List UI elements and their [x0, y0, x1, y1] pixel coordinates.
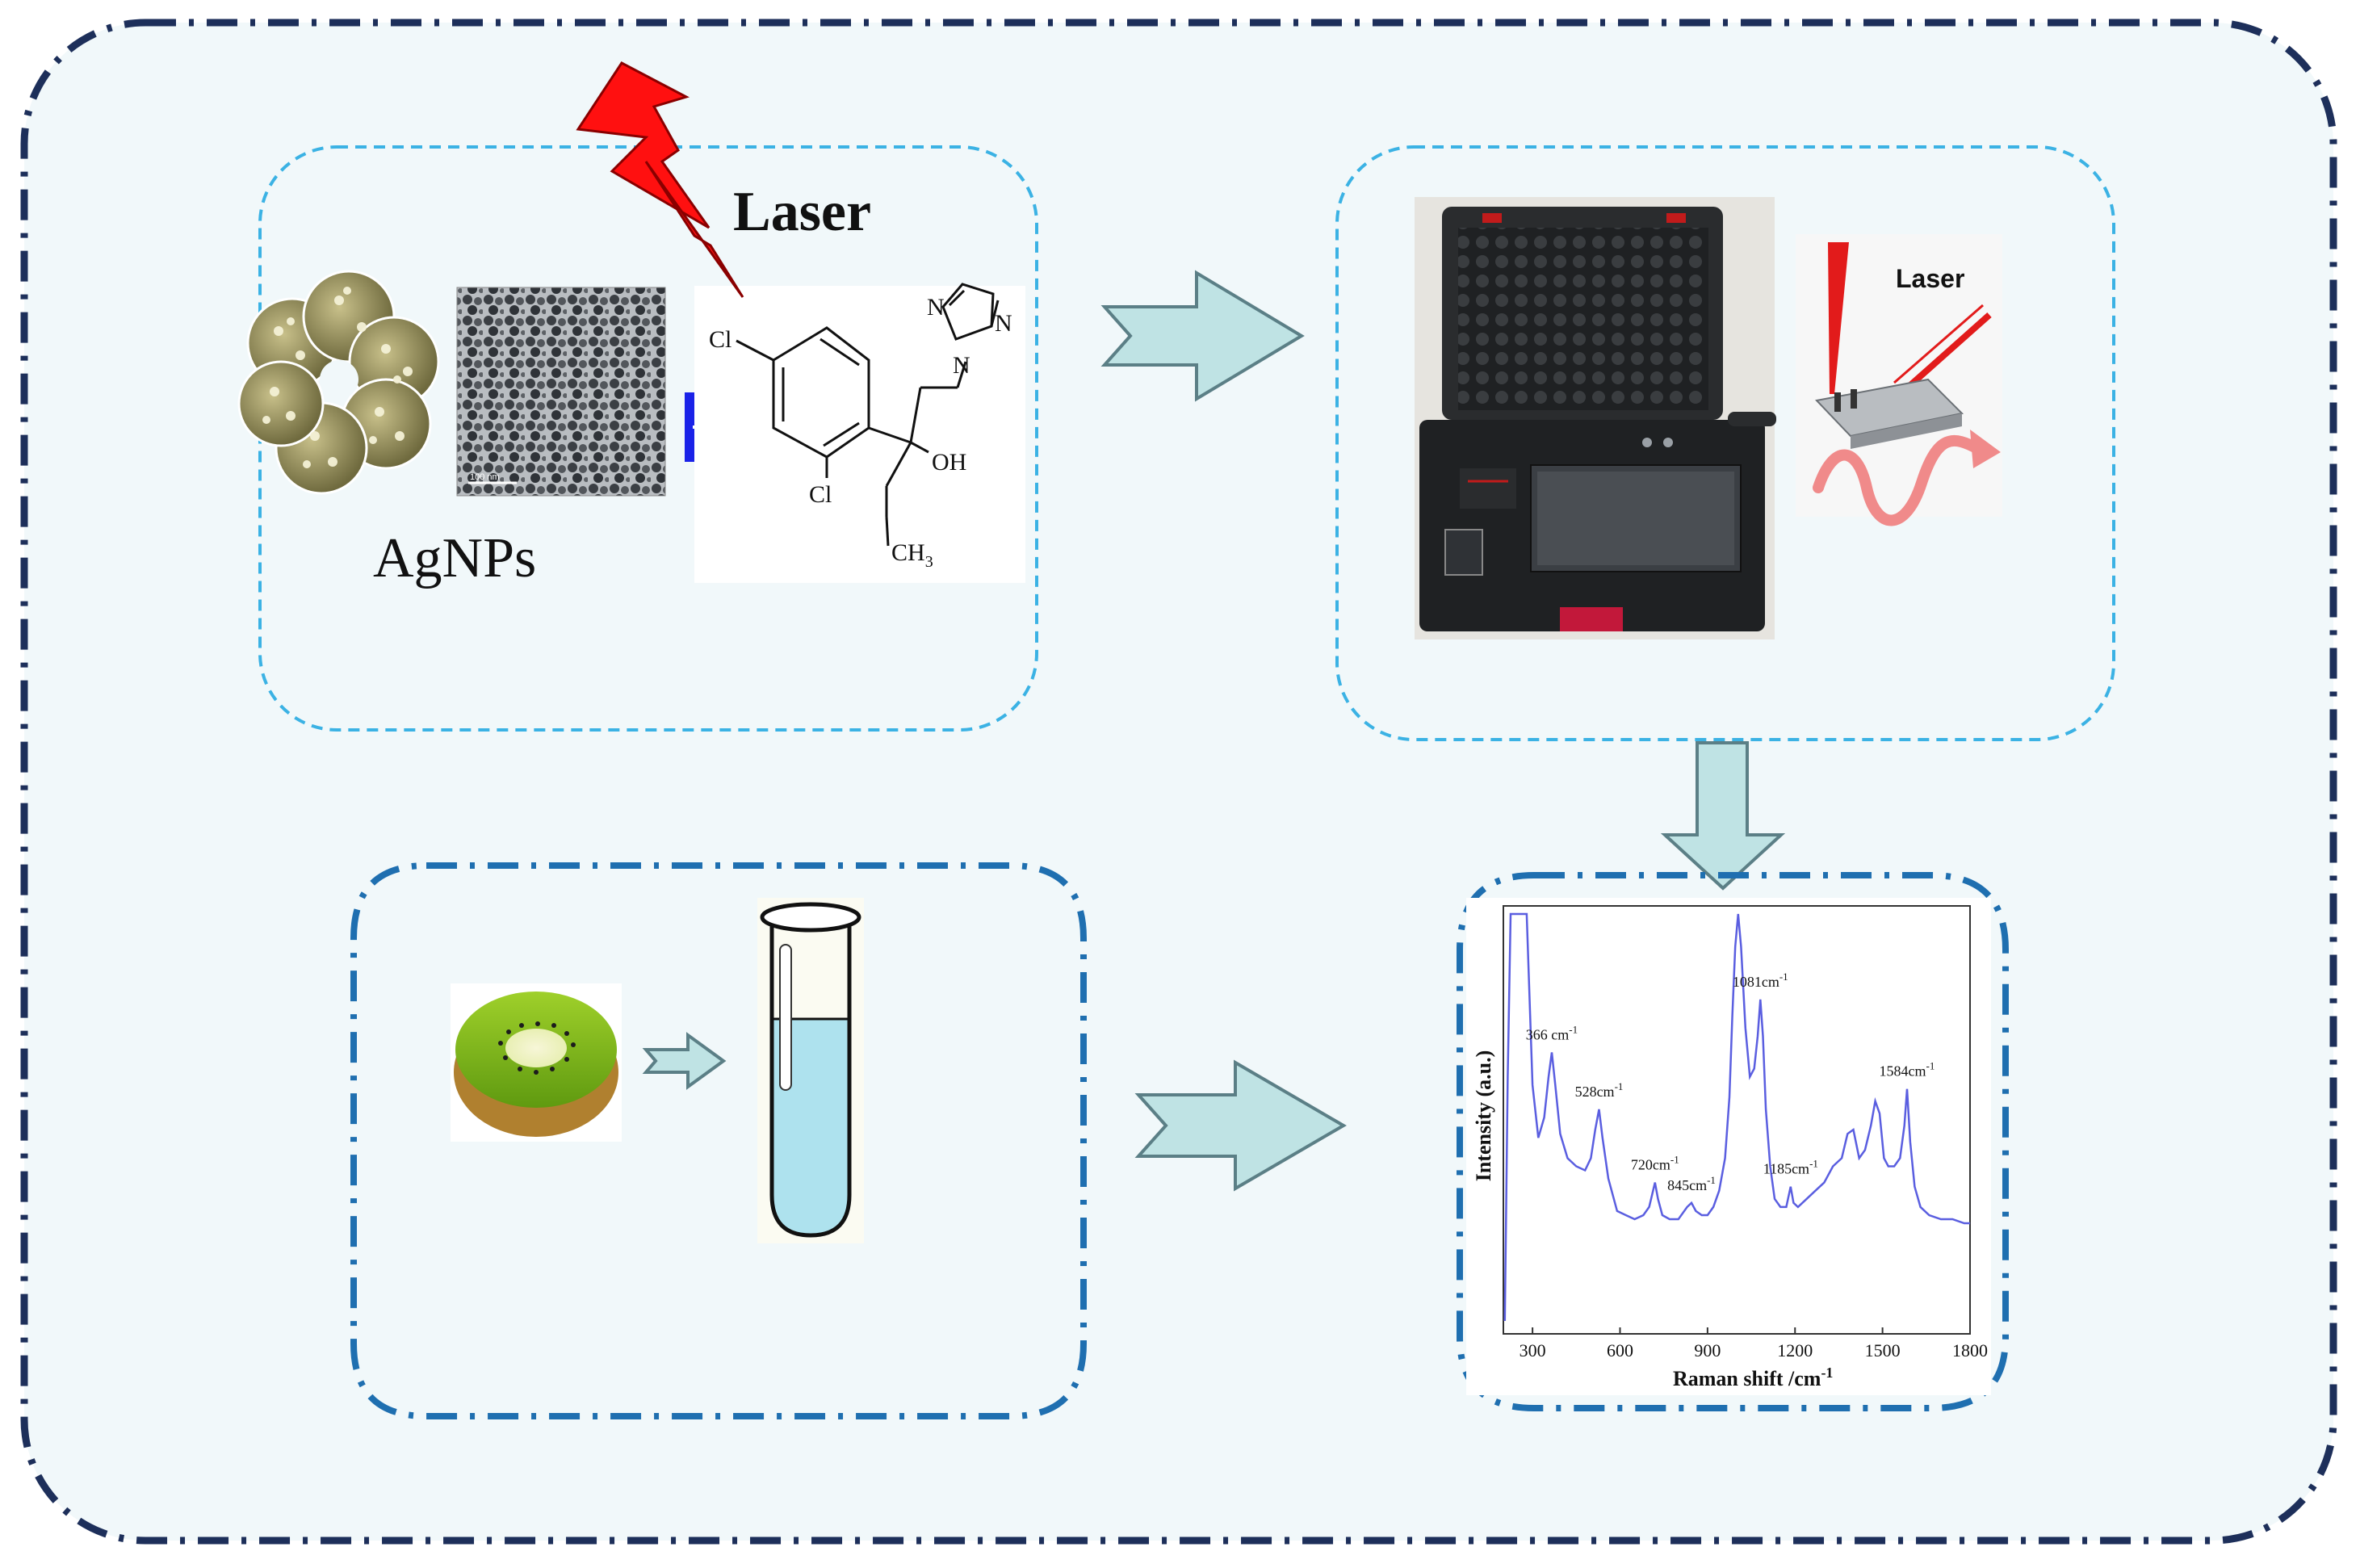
x-tick-label: 1200	[1777, 1340, 1813, 1360]
step3-box	[350, 862, 1087, 1419]
mol-cl-bottom: Cl	[809, 481, 832, 508]
peak-label: 1584cm-1	[1880, 1060, 1935, 1080]
raman-spectrometer-icon	[1415, 197, 1776, 639]
mol-ch3: CH3	[891, 539, 933, 571]
peak-label: 1185cm-1	[1763, 1158, 1818, 1177]
mol-n-b: N	[995, 310, 1012, 337]
agnps-label: AgNPs	[373, 527, 536, 589]
mol-n-c: N	[953, 352, 970, 379]
peak-label: 366 cm-1	[1526, 1023, 1578, 1042]
x-tick-label: 600	[1607, 1340, 1633, 1360]
y-axis-label: Intensity (a.u.)	[1472, 1050, 1495, 1182]
peak-label: 528cm-1	[1575, 1080, 1624, 1100]
arrow-right-2	[1134, 1059, 1347, 1192]
laser-bolt-icon	[576, 61, 744, 298]
step2-device-panel: Laser	[1335, 145, 2115, 741]
x-tick-label: 1800	[1952, 1340, 1988, 1360]
arrow-right-1	[1100, 270, 1305, 402]
arrow-small	[642, 1032, 727, 1090]
mol-oh: OH	[932, 449, 966, 476]
x-axis-label: Raman shift /cm-1	[1673, 1365, 1833, 1390]
step2-box	[1335, 145, 2115, 741]
peak-label: 720cm-1	[1631, 1154, 1679, 1173]
x-tick-label: 900	[1694, 1340, 1721, 1360]
test-tube-icon	[757, 898, 864, 1243]
spectrum-line	[1503, 912, 1970, 1322]
x-tick-label: 1500	[1865, 1340, 1901, 1360]
laser-inset: Laser	[1796, 234, 2002, 526]
step3-sample-panel	[350, 862, 1087, 1419]
raman-spectrum-chart: 300 600 900 1200 1500 1800 366 cm-1 528cm-1 720…	[1472, 905, 1988, 1390]
mol-n-a: N	[927, 294, 945, 321]
arrow-down	[1660, 741, 1786, 891]
step4-box	[1457, 872, 2009, 1411]
peak-label: 1081cm-1	[1733, 971, 1788, 990]
tem-micrograph: 100 nm	[456, 287, 666, 497]
agnp-cluster-icon	[237, 270, 440, 495]
inset-laser-label: Laser	[1896, 264, 1964, 293]
peak-label: 845cm-1	[1667, 1174, 1716, 1193]
kiwi-fruit-icon	[451, 983, 622, 1142]
x-tick-label: 300	[1520, 1340, 1546, 1360]
molecule-structure: Cl Cl OH CH3 N N N	[694, 283, 1025, 583]
plot-frame	[1503, 905, 1971, 1335]
step1-synthesis-panel: 100 nm	[237, 61, 1038, 732]
laser-label: Laser	[733, 181, 871, 243]
tem-scale-label: 100 nm	[470, 472, 500, 482]
mol-cl-top: Cl	[709, 326, 731, 353]
step4-spectrum-panel: 300 600 900 1200 1500 1800 366 cm-1 528cm-1 720…	[1457, 872, 2009, 1411]
